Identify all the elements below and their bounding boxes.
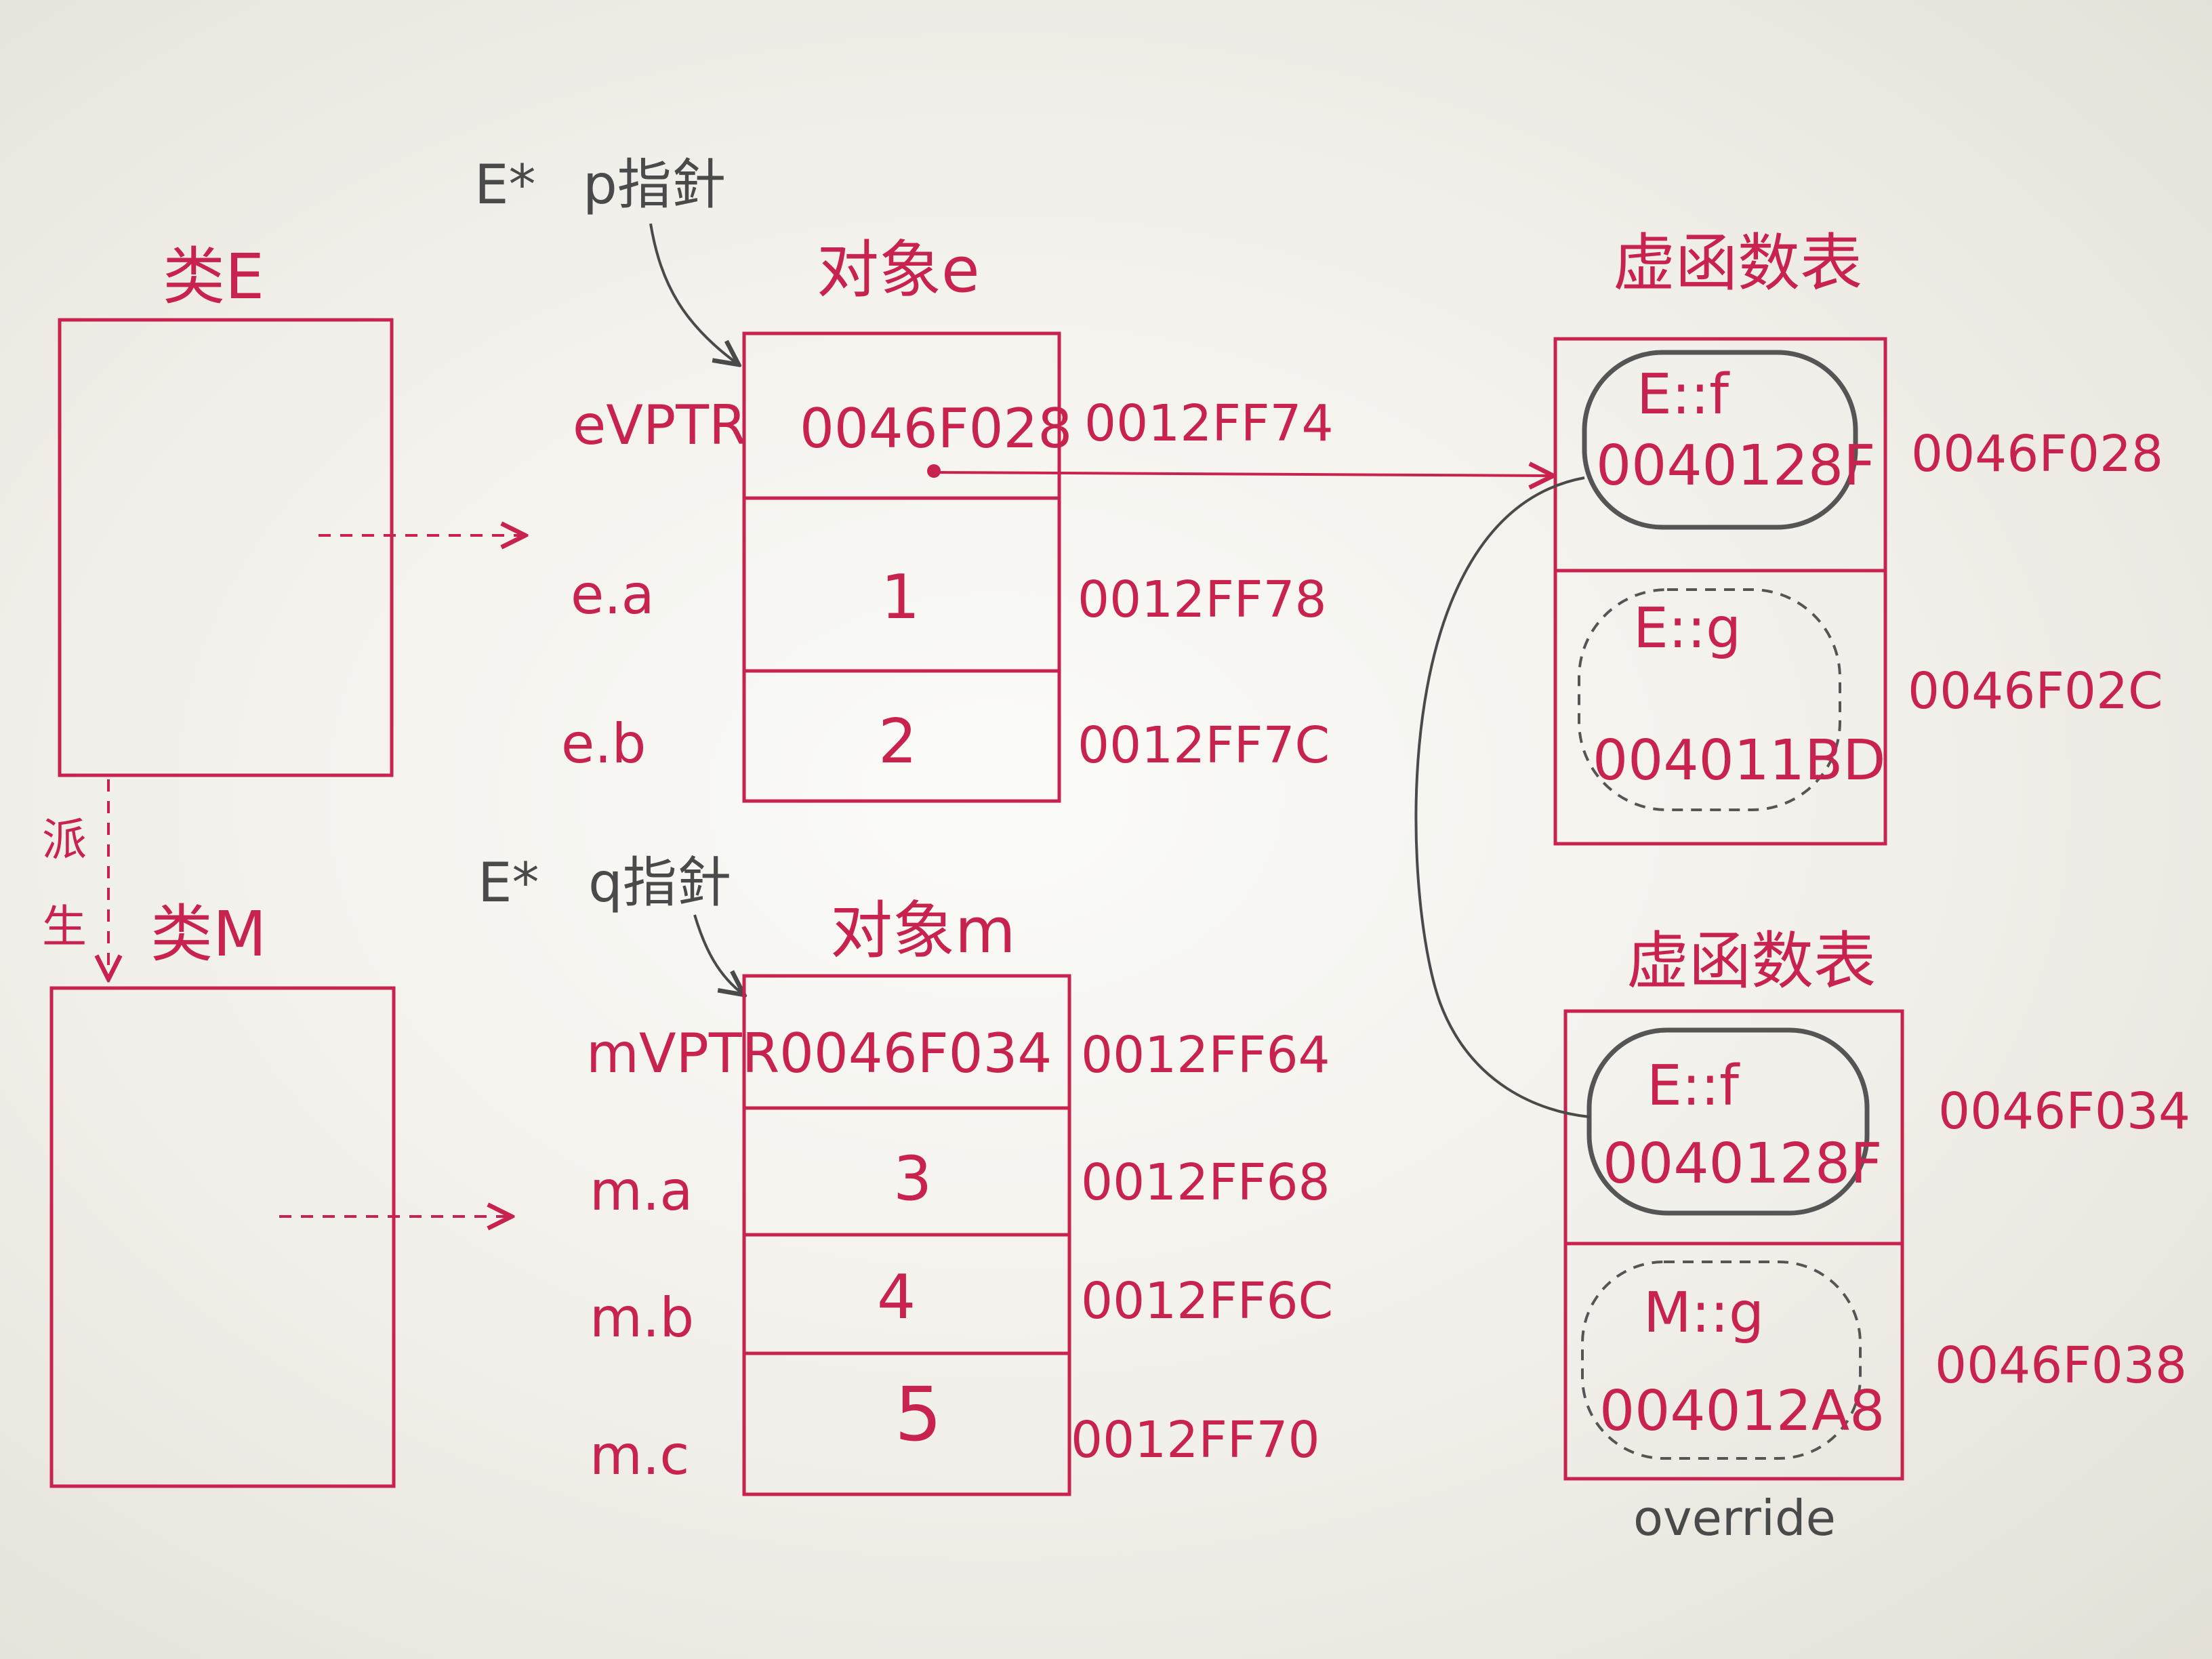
pointer-p-arrow: [649, 223, 739, 365]
derive-label-2: 生: [42, 901, 87, 953]
vtable-e-slot-address: 0046F028: [1911, 425, 2163, 483]
object-m-field-value: 3: [893, 1143, 932, 1214]
override-link: [1414, 476, 1590, 1118]
vtable-e-slot-highlight: [1582, 350, 1858, 530]
derive-label-1: 派: [42, 814, 87, 866]
pointer-q-type: E*: [478, 851, 539, 914]
object-m-field-value: 0046F034: [779, 1022, 1052, 1085]
object-m-field-value: 5: [895, 1371, 942, 1458]
object-e-field-address: 0012FF74: [1084, 394, 1334, 453]
pointer-q-name: q指針: [588, 851, 731, 914]
pointer-q-arrow: [693, 914, 744, 995]
object-e-box: [742, 331, 1061, 803]
object-m-field-name: m.a: [590, 1160, 693, 1223]
vtable-m-slot-highlight: [1586, 1027, 1870, 1216]
vtable-m-func: E::f: [1647, 1054, 1740, 1118]
vtable-m-func: M::g: [1643, 1281, 1764, 1345]
object-m-field-value: 4: [877, 1262, 916, 1333]
vtable-e-func: E::f: [1637, 363, 1730, 427]
vtable-e-addr: 004011BD: [1593, 729, 1885, 793]
object-m-field-address: 0012FF68: [1081, 1153, 1330, 1212]
object-e-title: 对象e: [817, 234, 980, 306]
object-m-field-address: 0012FF6C: [1081, 1272, 1333, 1330]
vtable-e-slot-highlight: [1578, 588, 1841, 811]
object-m-field-name: m.b: [590, 1286, 694, 1349]
object-e-field-name: eVPTR: [573, 394, 747, 457]
override-note: override: [1633, 1490, 1836, 1547]
object-e-field-name: e.b: [561, 712, 646, 775]
vtable-m-addr: 004012A8: [1599, 1379, 1885, 1443]
vtable-e-addr: 0040128F: [1596, 434, 1875, 498]
vptr-e-dot: [927, 464, 941, 478]
class-e-title: 类E: [163, 241, 264, 313]
object-e-field-value: 1: [881, 562, 920, 633]
vtable-m-addr: 0040128F: [1603, 1132, 1882, 1196]
class-m-title: 类M: [150, 898, 266, 970]
pointer-p-name: p指針: [583, 153, 726, 216]
vtable-e-slot-address: 0046F02C: [1908, 662, 2163, 720]
vptr-e-arrow: [933, 472, 1553, 476]
vtable-m-slot-address: 0046F034: [1938, 1082, 2190, 1141]
object-m-field-address: 0012FF70: [1071, 1411, 1320, 1469]
vtable-m-title: 虚函数表: [1626, 925, 1876, 998]
class-m-box: [49, 986, 396, 1488]
object-m-field-name: m.c: [590, 1424, 689, 1487]
vtable-e-box: [1553, 337, 1887, 846]
object-e-field-value: 0046F028: [800, 397, 1072, 460]
vtable-m-slot-highlight: [1581, 1261, 1862, 1460]
vtable-m-slot-address: 0046F038: [1935, 1336, 2187, 1395]
object-e-field-name: e.a: [571, 563, 655, 626]
object-e-field-address: 0012FF7C: [1078, 716, 1330, 775]
object-e-field-value: 2: [878, 706, 917, 777]
pointer-p-type: E*: [474, 153, 536, 216]
vtable-e-func: E::g: [1633, 596, 1741, 661]
object-m-field-name: mVPTR: [586, 1022, 779, 1085]
vtable-e-title: 虚函数表: [1613, 227, 1862, 300]
object-m-title: 对象m: [830, 895, 1016, 967]
class-e-box: [58, 318, 394, 777]
object-e-field-address: 0012FF78: [1078, 571, 1327, 629]
object-m-field-address: 0012FF64: [1081, 1026, 1330, 1084]
